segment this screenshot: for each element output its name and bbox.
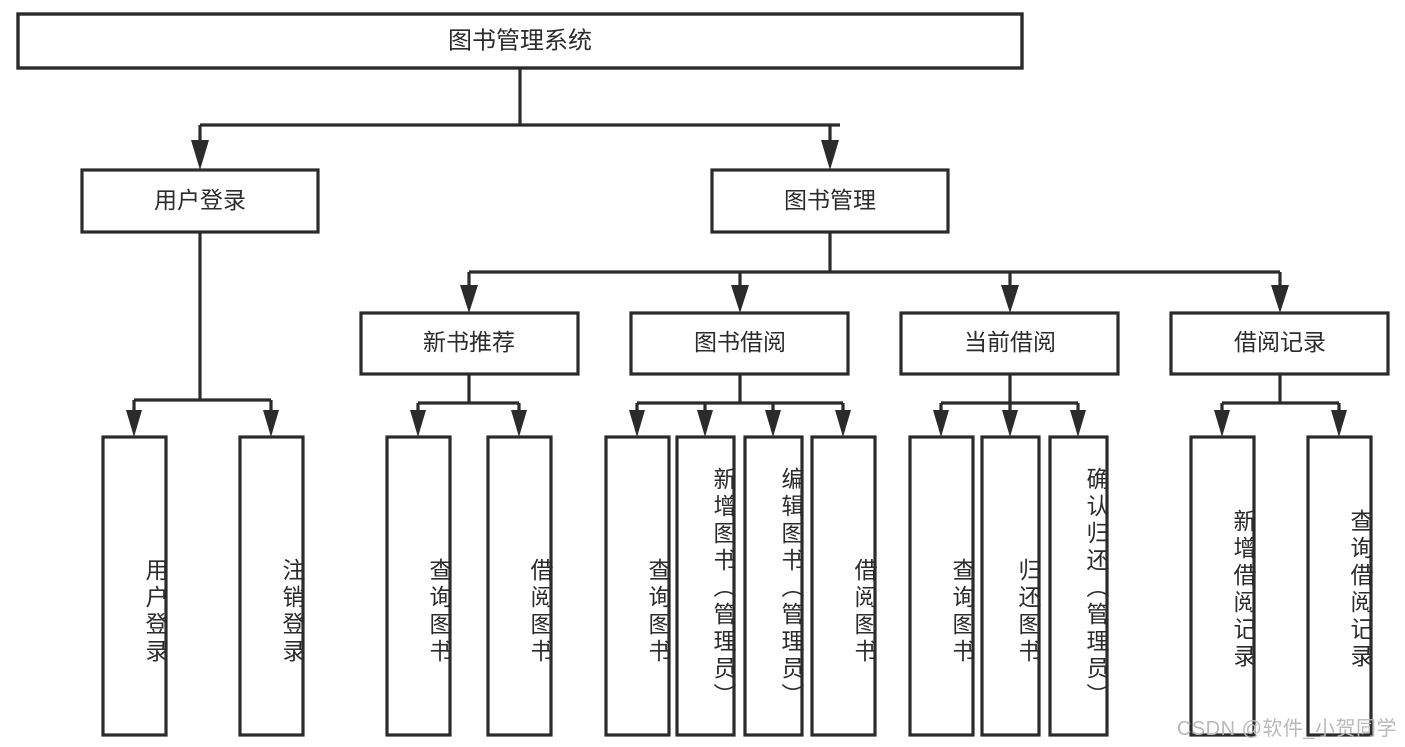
leaf-box-group: [101, 435, 1373, 737]
node-leaf-return-book-box[interactable]: [980, 435, 1041, 737]
connector-group-current-borrow: [933, 374, 1086, 437]
node-new-book-recommend-box: [359, 311, 580, 376]
node-book-management-box: [710, 168, 950, 234]
connector-group-book-borrow: [629, 374, 851, 437]
connector-group-new-book-recommend: [410, 374, 527, 437]
arrow-head-borrow-record: [1271, 285, 1289, 313]
node-current-borrow-label: 当前借阅: [964, 329, 1056, 355]
node-leaf-query-borrow-record-box[interactable]: [1306, 435, 1373, 737]
arrow-head-leaf-user-login: [126, 410, 142, 437]
node-user-login-label: 用户登录: [154, 187, 246, 213]
node-leaf-query-book-3-box[interactable]: [908, 435, 975, 737]
arrow-head-leaf-borrow-book-1: [511, 410, 527, 437]
arrow-head-leaf-edit-book-admin: [765, 410, 781, 437]
arrow-head-current-borrow: [1001, 285, 1019, 313]
node-book-borrow-box: [629, 311, 850, 376]
node-book-management-label: 图书管理: [784, 187, 876, 213]
arrow-head-leaf-add-borrow-record: [1214, 410, 1230, 437]
node-leaf-add-borrow-record-box[interactable]: [1189, 435, 1256, 737]
node-new-book-recommend-label: 新书推荐: [423, 329, 515, 355]
arrow-head-leaf-query-book-1: [410, 410, 426, 437]
node-borrow-record-label: 借阅记录: [1234, 329, 1326, 355]
node-leaf-user-login-box[interactable]: [101, 435, 168, 737]
node-leaf-borrow-book-2-box[interactable]: [810, 435, 877, 737]
node-user-login[interactable]: 用户登录: [80, 168, 320, 234]
arrow-head-leaf-confirm-return-admin: [1070, 410, 1086, 437]
node-leaf-logout-login-box[interactable]: [238, 435, 305, 737]
arrow-head-leaf-query-book-3: [933, 410, 949, 437]
arrow-head-user-login: [191, 140, 209, 170]
node-new-book-recommend[interactable]: 新书推荐: [359, 311, 580, 376]
node-root-box: [16, 12, 1024, 70]
node-root-label: 图书管理系统: [448, 27, 592, 54]
node-borrow-record[interactable]: 借阅记录: [1169, 311, 1390, 376]
arrow-head-leaf-return-book: [1002, 410, 1018, 437]
arrow-head-new-book-recommend: [460, 285, 478, 313]
connector-group-book-management: [460, 232, 1289, 313]
node-book-management[interactable]: 图书管理: [710, 168, 950, 234]
node-book-borrow-label: 图书借阅: [694, 329, 786, 355]
connector-group-root: [191, 68, 840, 170]
node-current-borrow-box: [899, 311, 1120, 376]
node-leaf-query-book-1-box[interactable]: [385, 435, 452, 737]
connector-group-borrow-record: [1214, 374, 1347, 437]
node-leaf-add-book-admin-box[interactable]: [675, 435, 736, 737]
node-book-borrow[interactable]: 图书借阅: [629, 311, 850, 376]
connector-group-user-login: [126, 232, 279, 437]
arrow-head-leaf-add-book-admin: [697, 410, 713, 437]
node-current-borrow[interactable]: 当前借阅: [899, 311, 1120, 376]
node-leaf-borrow-book-1-box[interactable]: [486, 435, 553, 737]
node-leaf-query-book-2-box[interactable]: [604, 435, 671, 737]
csdn-watermark: CSDN @软件_小贺同学: [1176, 718, 1397, 740]
node-leaf-edit-book-admin-box[interactable]: [743, 435, 804, 737]
node-leaf-confirm-return-admin-box[interactable]: [1048, 435, 1109, 737]
arrow-head-leaf-logout-login: [263, 410, 279, 437]
arrow-head-leaf-borrow-book-2: [835, 410, 851, 437]
arrow-head-book-management: [821, 140, 839, 170]
node-user-login-box: [80, 168, 320, 234]
arrow-head-leaf-query-book-2: [629, 410, 645, 437]
arrow-head-leaf-query-borrow-record: [1331, 410, 1347, 437]
node-borrow-record-box: [1169, 311, 1390, 376]
arrow-head-book-borrow: [731, 285, 749, 313]
node-root-system[interactable]: 图书管理系统: [16, 12, 1024, 70]
